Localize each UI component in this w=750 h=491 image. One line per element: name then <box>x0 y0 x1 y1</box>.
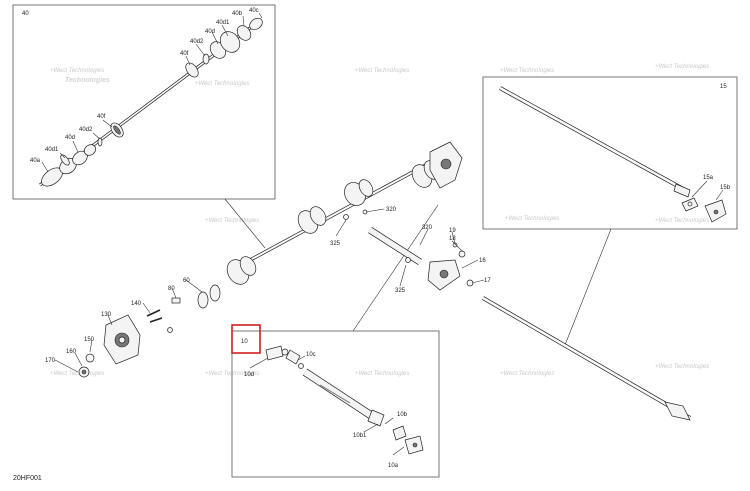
watermark: +Wect TechnoIogies <box>500 371 554 377</box>
inset-frame <box>231 330 440 478</box>
callout-170: 170 <box>45 358 56 364</box>
watermark: +Wect TechnoIogies <box>50 371 104 377</box>
watermark: +Wect TechnoIogies <box>655 364 709 370</box>
callout-130: 130 <box>101 312 112 318</box>
callout-40f: 40f <box>180 51 189 57</box>
watermarks: +Wect TechnoIogies TechnoIogies +Wect Te… <box>50 64 709 377</box>
callout-10c: 10c <box>306 352 316 358</box>
seal-80 <box>171 297 181 304</box>
callout-16: 16 <box>479 258 486 264</box>
callout-40f: 40f <box>97 114 106 120</box>
callout-40d1: 40d1 <box>45 147 59 153</box>
cv-boot-lower <box>226 256 257 285</box>
watermark-logo: TechnoIogies <box>65 77 110 84</box>
callout-60: 60 <box>183 278 190 284</box>
inset-prop-shaft-front: 15 15a 15b <box>482 76 738 230</box>
callout-15a: 15a <box>703 175 714 181</box>
callout-320: 320 <box>386 207 397 213</box>
watermark: +Wect TechnoIogies <box>355 68 409 74</box>
callout-40d: 40d <box>205 29 215 35</box>
cv-joint-outer <box>41 144 97 187</box>
inset-frame <box>482 76 738 230</box>
watermark: +Wect TechnoIogies <box>195 81 249 87</box>
callout-40a: 40a <box>30 158 41 164</box>
watermark: +Wect TechnoIogies <box>355 371 409 377</box>
callout-10a: 10a <box>388 463 399 469</box>
callout-320: 320 <box>422 225 433 231</box>
callout-80: 80 <box>168 286 175 292</box>
callout-40c: 40c <box>249 8 259 14</box>
callout-10b: 10b <box>397 412 408 418</box>
main-assembly: 320 325 320 325 19 18 16 17 60 80 140 13… <box>45 141 692 421</box>
callout-18: 18 <box>449 236 456 242</box>
cv-joint-inner <box>110 122 124 138</box>
callout-40d1: 40d1 <box>216 20 230 26</box>
watermark: +Wect TechnoIogies <box>655 218 709 224</box>
callout-15b: 15b <box>720 185 731 191</box>
watermark: +Wect TechnoIogies <box>205 218 259 224</box>
cv-joint-top <box>185 17 263 78</box>
callout-160: 160 <box>66 349 77 355</box>
callout-19: 19 <box>449 228 456 234</box>
wheel-hub-130 <box>103 314 141 365</box>
bearing-60 <box>197 291 209 309</box>
callout-325: 325 <box>330 241 341 247</box>
watermark: +Wect TechnoIogies <box>655 64 709 70</box>
inset-label: 10 <box>241 339 248 345</box>
inset-prop-shaft-rear: 10 10d 10c 10b 10b1 10a <box>231 324 440 478</box>
callout-40b: 40b <box>232 11 243 17</box>
callout-40d: 40d <box>65 135 75 141</box>
watermark: +Wect TechnoIogies <box>505 216 559 222</box>
highlight-box <box>231 324 261 354</box>
inset-label: 15 <box>720 84 727 90</box>
callout-150: 150 <box>84 337 95 343</box>
inset-label: 40 <box>22 11 29 17</box>
callout-40d2: 40d2 <box>79 127 93 133</box>
callout-325: 325 <box>395 288 406 294</box>
diagram-code: 20HF001 <box>13 475 42 482</box>
inset-connectors <box>224 198 612 346</box>
callout-40d2: 40d2 <box>190 39 204 45</box>
cv-boot-mid <box>297 206 327 234</box>
callout-10d: 10d <box>244 372 254 378</box>
callout-140: 140 <box>131 301 142 307</box>
inset-frame <box>12 4 276 200</box>
inset-front-axle: 40 40c 40b 40d1 <box>12 4 276 200</box>
watermark: +Wect TechnoIogies <box>500 68 554 74</box>
callout-17: 17 <box>484 278 491 284</box>
callout-10b1: 10b1 <box>353 433 367 439</box>
watermark: +Wect TechnoIogies <box>50 68 104 74</box>
